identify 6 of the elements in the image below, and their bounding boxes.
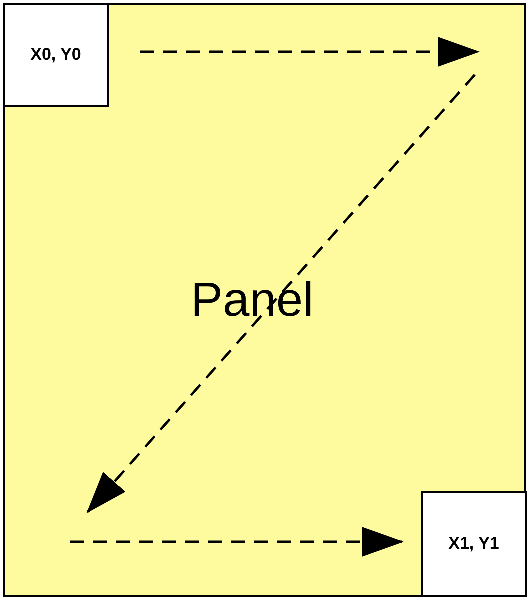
corner-box <box>3 3 109 107</box>
coordinate-label: X1, Y1 <box>448 534 500 554</box>
panel-label: Panel <box>191 273 314 328</box>
coordinate-label: X0, Y0 <box>30 45 82 65</box>
panel-area <box>3 3 526 597</box>
corner-box <box>421 491 527 597</box>
